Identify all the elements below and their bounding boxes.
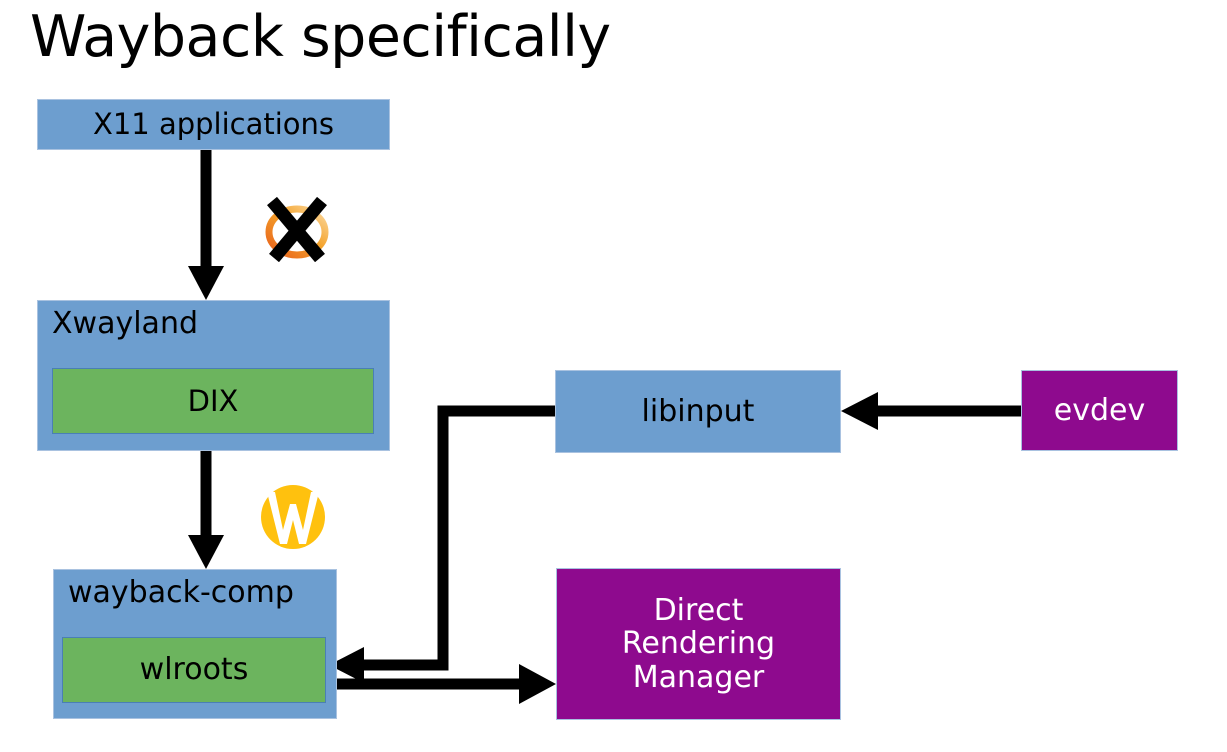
edge-libinput-to-wlroots — [329, 405, 555, 683]
node-label: DIX — [187, 383, 239, 418]
node-label: X11 applications — [92, 107, 335, 142]
node-label-line-1: Direct — [653, 592, 744, 628]
node-label: evdev — [1053, 392, 1146, 428]
node-label-line-3: Manager — [632, 659, 765, 695]
node-dix[interactable]: DIX — [52, 368, 374, 434]
xorg-logo-icon — [265, 196, 329, 262]
edge-x11-to-xwayland — [188, 150, 224, 300]
edge-xwayland-to-wayback-comp — [188, 451, 224, 569]
node-wlroots[interactable]: wlroots — [62, 637, 326, 703]
page-title: Wayback specifically — [30, 4, 611, 70]
node-evdev[interactable]: evdev — [1021, 370, 1178, 451]
node-label: wayback-comp — [68, 575, 294, 610]
wayland-logo-icon — [261, 485, 325, 549]
node-direct-rendering-manager[interactable]: Direct Rendering Manager — [556, 568, 841, 720]
node-label: Direct Rendering Manager — [622, 594, 775, 695]
node-label: Xwayland — [52, 306, 199, 341]
node-label-line-2: Rendering — [621, 626, 776, 662]
edge-evdev-to-libinput — [841, 392, 1021, 430]
node-x11-applications[interactable]: X11 applications — [37, 99, 390, 150]
node-label: libinput — [641, 393, 755, 429]
node-libinput[interactable]: libinput — [555, 370, 841, 453]
node-label: wlroots — [139, 652, 249, 688]
edge-wlroots-to-drm — [327, 664, 556, 704]
